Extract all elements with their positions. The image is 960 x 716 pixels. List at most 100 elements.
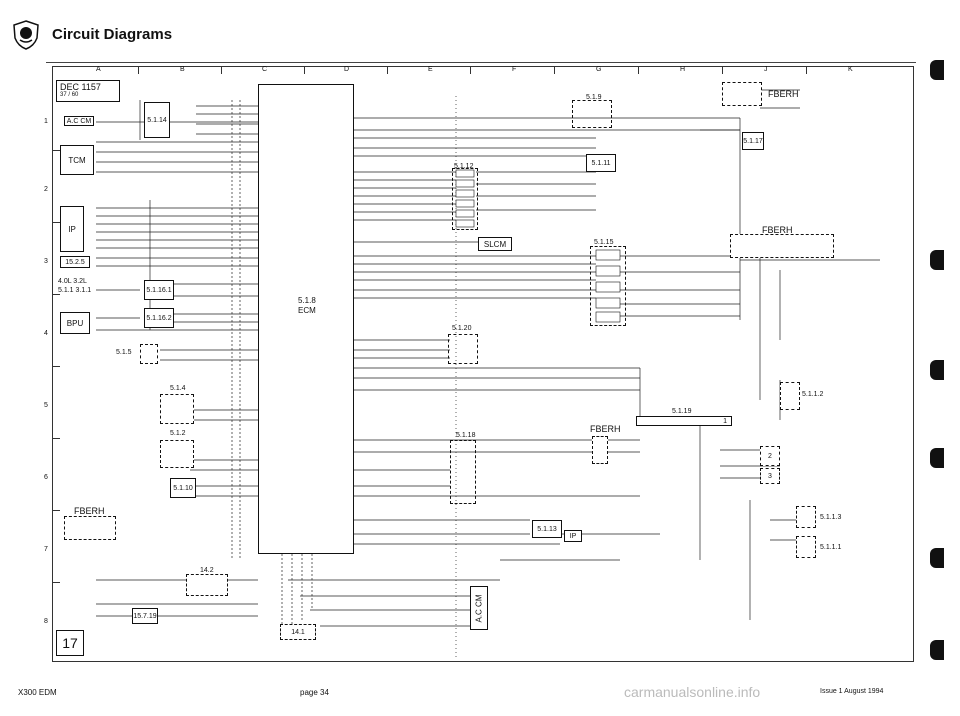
header-rule <box>46 62 916 63</box>
module-5-1-19: 1 <box>636 416 732 426</box>
ref-15-2-5-label: 15.2.5 <box>65 258 85 266</box>
module-5-1-1-2-label: 5.1.1.2 <box>802 391 824 398</box>
bpu-module: BPU <box>60 312 90 334</box>
grid-column-c: C <box>262 66 268 73</box>
module-5-1-4 <box>160 394 194 424</box>
module-5-1-11: 5.1.11 <box>586 154 616 172</box>
module-5-1-16-2-label: 5.1.16.2 <box>146 314 172 322</box>
module-5-1-2 <box>160 440 194 468</box>
grid-column-f: F <box>512 66 517 73</box>
grid-tick <box>470 66 471 74</box>
fberh-mid-label: FBERH <box>762 225 793 235</box>
module-5-1-1-3 <box>796 506 816 528</box>
tcm-module: TCM <box>60 145 94 175</box>
grid-tick <box>138 66 139 74</box>
engine-variant-label: 4.0L 3.2L <box>58 278 87 285</box>
page-tab-icon <box>930 548 944 568</box>
footer-issue-date: Issue 1 August 1994 <box>820 688 884 695</box>
ac-cm-vertical-module: A.C CM <box>470 586 488 630</box>
title-block: DEC 1157 37 / 60 <box>56 80 120 102</box>
grid-row-4: 4 <box>44 330 48 337</box>
module-3-box: 3 <box>760 468 780 484</box>
module-5-1-5-label: 5.1.5 <box>116 349 132 356</box>
module-5-1-17: 5.1.17 <box>742 132 764 150</box>
page-title: Circuit Diagrams <box>52 26 173 43</box>
grid-tick <box>806 66 807 74</box>
grid-tick <box>387 66 388 74</box>
module-14-2-label: 14.2 <box>200 567 214 574</box>
module-5-1-20-label: 5.1.20 <box>452 325 472 332</box>
module-5-1-2-label: 5.1.2 <box>170 430 186 437</box>
module-5-1-1-2 <box>780 382 800 410</box>
fberh-mid-module <box>730 234 834 258</box>
grid-row-6: 6 <box>44 474 48 481</box>
grid-tick <box>52 150 60 151</box>
watermark: carmanualsonline.info <box>624 684 761 700</box>
ref-15-2-5-box: 15.2.5 <box>60 256 90 268</box>
ecm-ref-label: 5.1.8 <box>298 296 316 305</box>
module-5-1-14: 5.1.14 <box>144 102 170 138</box>
ip-lower-label: IP <box>569 532 577 540</box>
grid-column-b: B <box>180 66 185 73</box>
grid-column-e: E <box>428 66 433 73</box>
tcm-label: TCM <box>68 155 86 165</box>
module-5-1-10-label: 5.1.10 <box>173 484 193 492</box>
sheet-number: 37 <box>60 92 67 98</box>
bpu-label: BPU <box>66 318 84 328</box>
ecm-label: ECM <box>298 306 316 315</box>
module-3-label: 3 <box>768 472 772 480</box>
grid-column-a: A <box>96 66 101 73</box>
module-5-1-16-2: 5.1.16.2 <box>144 308 174 328</box>
grid-column-j: J <box>764 66 768 73</box>
page-tab-icon <box>930 360 944 380</box>
diagram-frame <box>52 66 914 662</box>
module-5-1-9-label: 5.1.9 <box>586 94 602 101</box>
grid-column-g: G <box>596 66 602 73</box>
page-number: 17 <box>62 635 78 651</box>
ecm-label-group: 5.1.8 ECM <box>298 296 316 316</box>
module-5-1-16-1: 5.1.16.1 <box>144 280 174 300</box>
grid-row-5: 5 <box>44 402 48 409</box>
grid-column-h: H <box>680 66 686 73</box>
module-5-1-1-1 <box>796 536 816 558</box>
grid-row-3: 3 <box>44 258 48 265</box>
fberh-top-module <box>722 82 762 106</box>
module-5-1-15 <box>590 246 626 326</box>
module-5-1-5 <box>140 344 158 364</box>
ecm-module <box>258 84 354 554</box>
grid-row-8: 8 <box>44 618 48 625</box>
grid-tick <box>221 66 222 74</box>
footer-page-number: page 34 <box>300 688 329 697</box>
footer-document-code: X300 EDM <box>18 688 57 697</box>
ip-module: IP <box>60 206 84 252</box>
ac-cm-vertical-label: A.C CM <box>474 594 484 622</box>
grid-column-k: K <box>848 66 853 73</box>
grid-row-1: 1 <box>44 118 48 125</box>
grid-tick <box>52 294 60 295</box>
page-tab-icon <box>930 250 944 270</box>
module-5-1-1-1-label: 5.1.1.1 <box>820 544 842 551</box>
module-5-1-1-3-label: 5.1.1.3 <box>820 514 842 521</box>
grid-row-7: 7 <box>44 546 48 553</box>
ip-lower-module: IP <box>564 530 582 542</box>
grid-tick <box>638 66 639 74</box>
module-5-1-16-1-label: 5.1.16.1 <box>146 286 172 294</box>
sheet-of: 37 / 60 <box>60 92 79 98</box>
grid-row-2: 2 <box>44 186 48 193</box>
grid-tick <box>722 66 723 74</box>
grid-tick <box>52 222 60 223</box>
module-14-2 <box>186 574 228 596</box>
module-5-1-17-label: 5.1.17 <box>743 137 763 145</box>
module-5-1-12-label: 5.1.12 <box>454 163 474 170</box>
module-5-1-10: 5.1.10 <box>170 478 196 498</box>
module-5-1-9 <box>572 100 612 128</box>
grid-tick <box>52 510 60 511</box>
grid-tick <box>554 66 555 74</box>
module-5-1-4-label: 5.1.4 <box>170 385 186 392</box>
module-5-1-20 <box>448 334 478 364</box>
grid-tick <box>52 366 60 367</box>
jaguar-logo-icon <box>13 20 39 50</box>
module-2-box: 2 <box>760 446 780 466</box>
module-5-1-11-label: 5.1.11 <box>591 159 611 167</box>
